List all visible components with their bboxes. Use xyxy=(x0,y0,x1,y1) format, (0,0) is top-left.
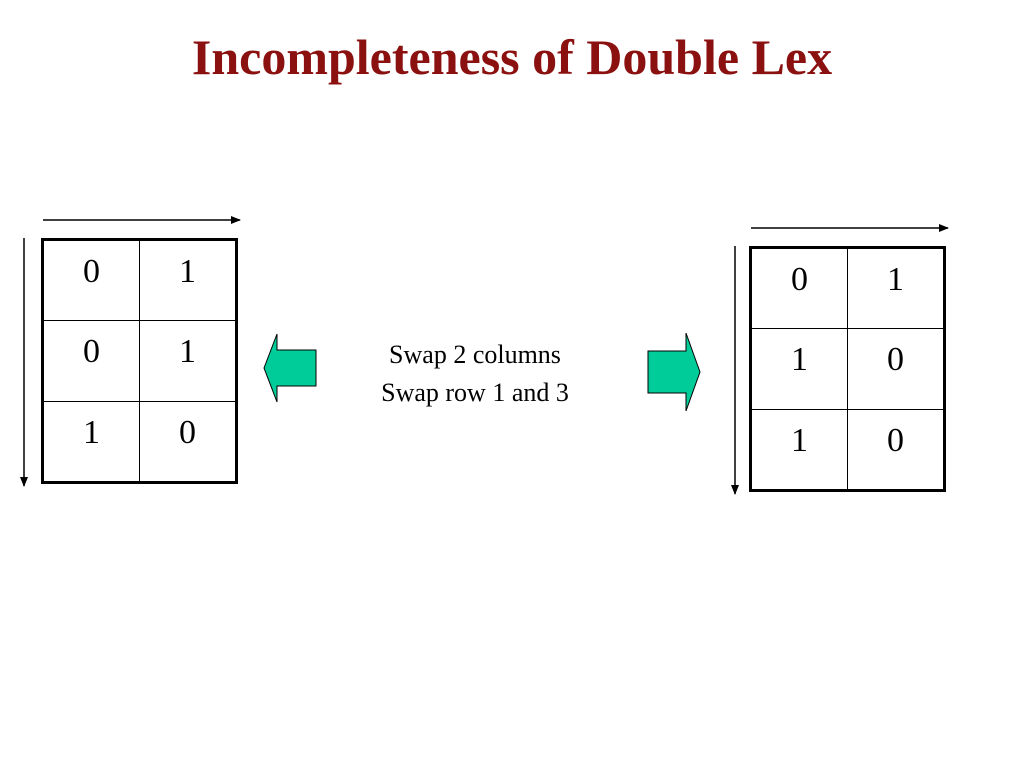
table-row: 1 0 xyxy=(42,401,237,483)
matrix-cell: 0 xyxy=(139,401,237,483)
right-block-arrow xyxy=(647,332,701,412)
left-block-arrow xyxy=(263,333,317,403)
swap-caption: Swap 2 columns Swap row 1 and 3 xyxy=(330,336,620,412)
matrix-cell: 1 xyxy=(750,328,848,410)
table-row: 0 1 xyxy=(42,320,237,402)
matrix-cell: 1 xyxy=(139,320,237,402)
right-matrix: 0 1 1 0 1 0 xyxy=(749,246,946,492)
matrix-cell: 1 xyxy=(847,247,945,329)
table-row: 0 1 xyxy=(750,247,945,329)
table-row: 0 1 xyxy=(42,239,237,321)
matrix-cell: 0 xyxy=(847,409,945,491)
matrix-cell: 1 xyxy=(750,409,848,491)
matrix-cell: 1 xyxy=(42,401,140,483)
slide-title: Incompleteness of Double Lex xyxy=(191,29,833,85)
matrix-cell: 0 xyxy=(847,328,945,410)
matrix-cell: 1 xyxy=(139,239,237,321)
table-row: 1 0 xyxy=(750,328,945,410)
left-matrix: 0 1 0 1 1 0 xyxy=(41,238,238,484)
caption-line-1: Swap 2 columns xyxy=(389,340,561,369)
matrix-cell: 0 xyxy=(750,247,848,329)
matrix-cell: 0 xyxy=(42,239,140,321)
caption-line-2: Swap row 1 and 3 xyxy=(381,378,569,407)
table-row: 1 0 xyxy=(750,409,945,491)
matrix-cell: 0 xyxy=(42,320,140,402)
